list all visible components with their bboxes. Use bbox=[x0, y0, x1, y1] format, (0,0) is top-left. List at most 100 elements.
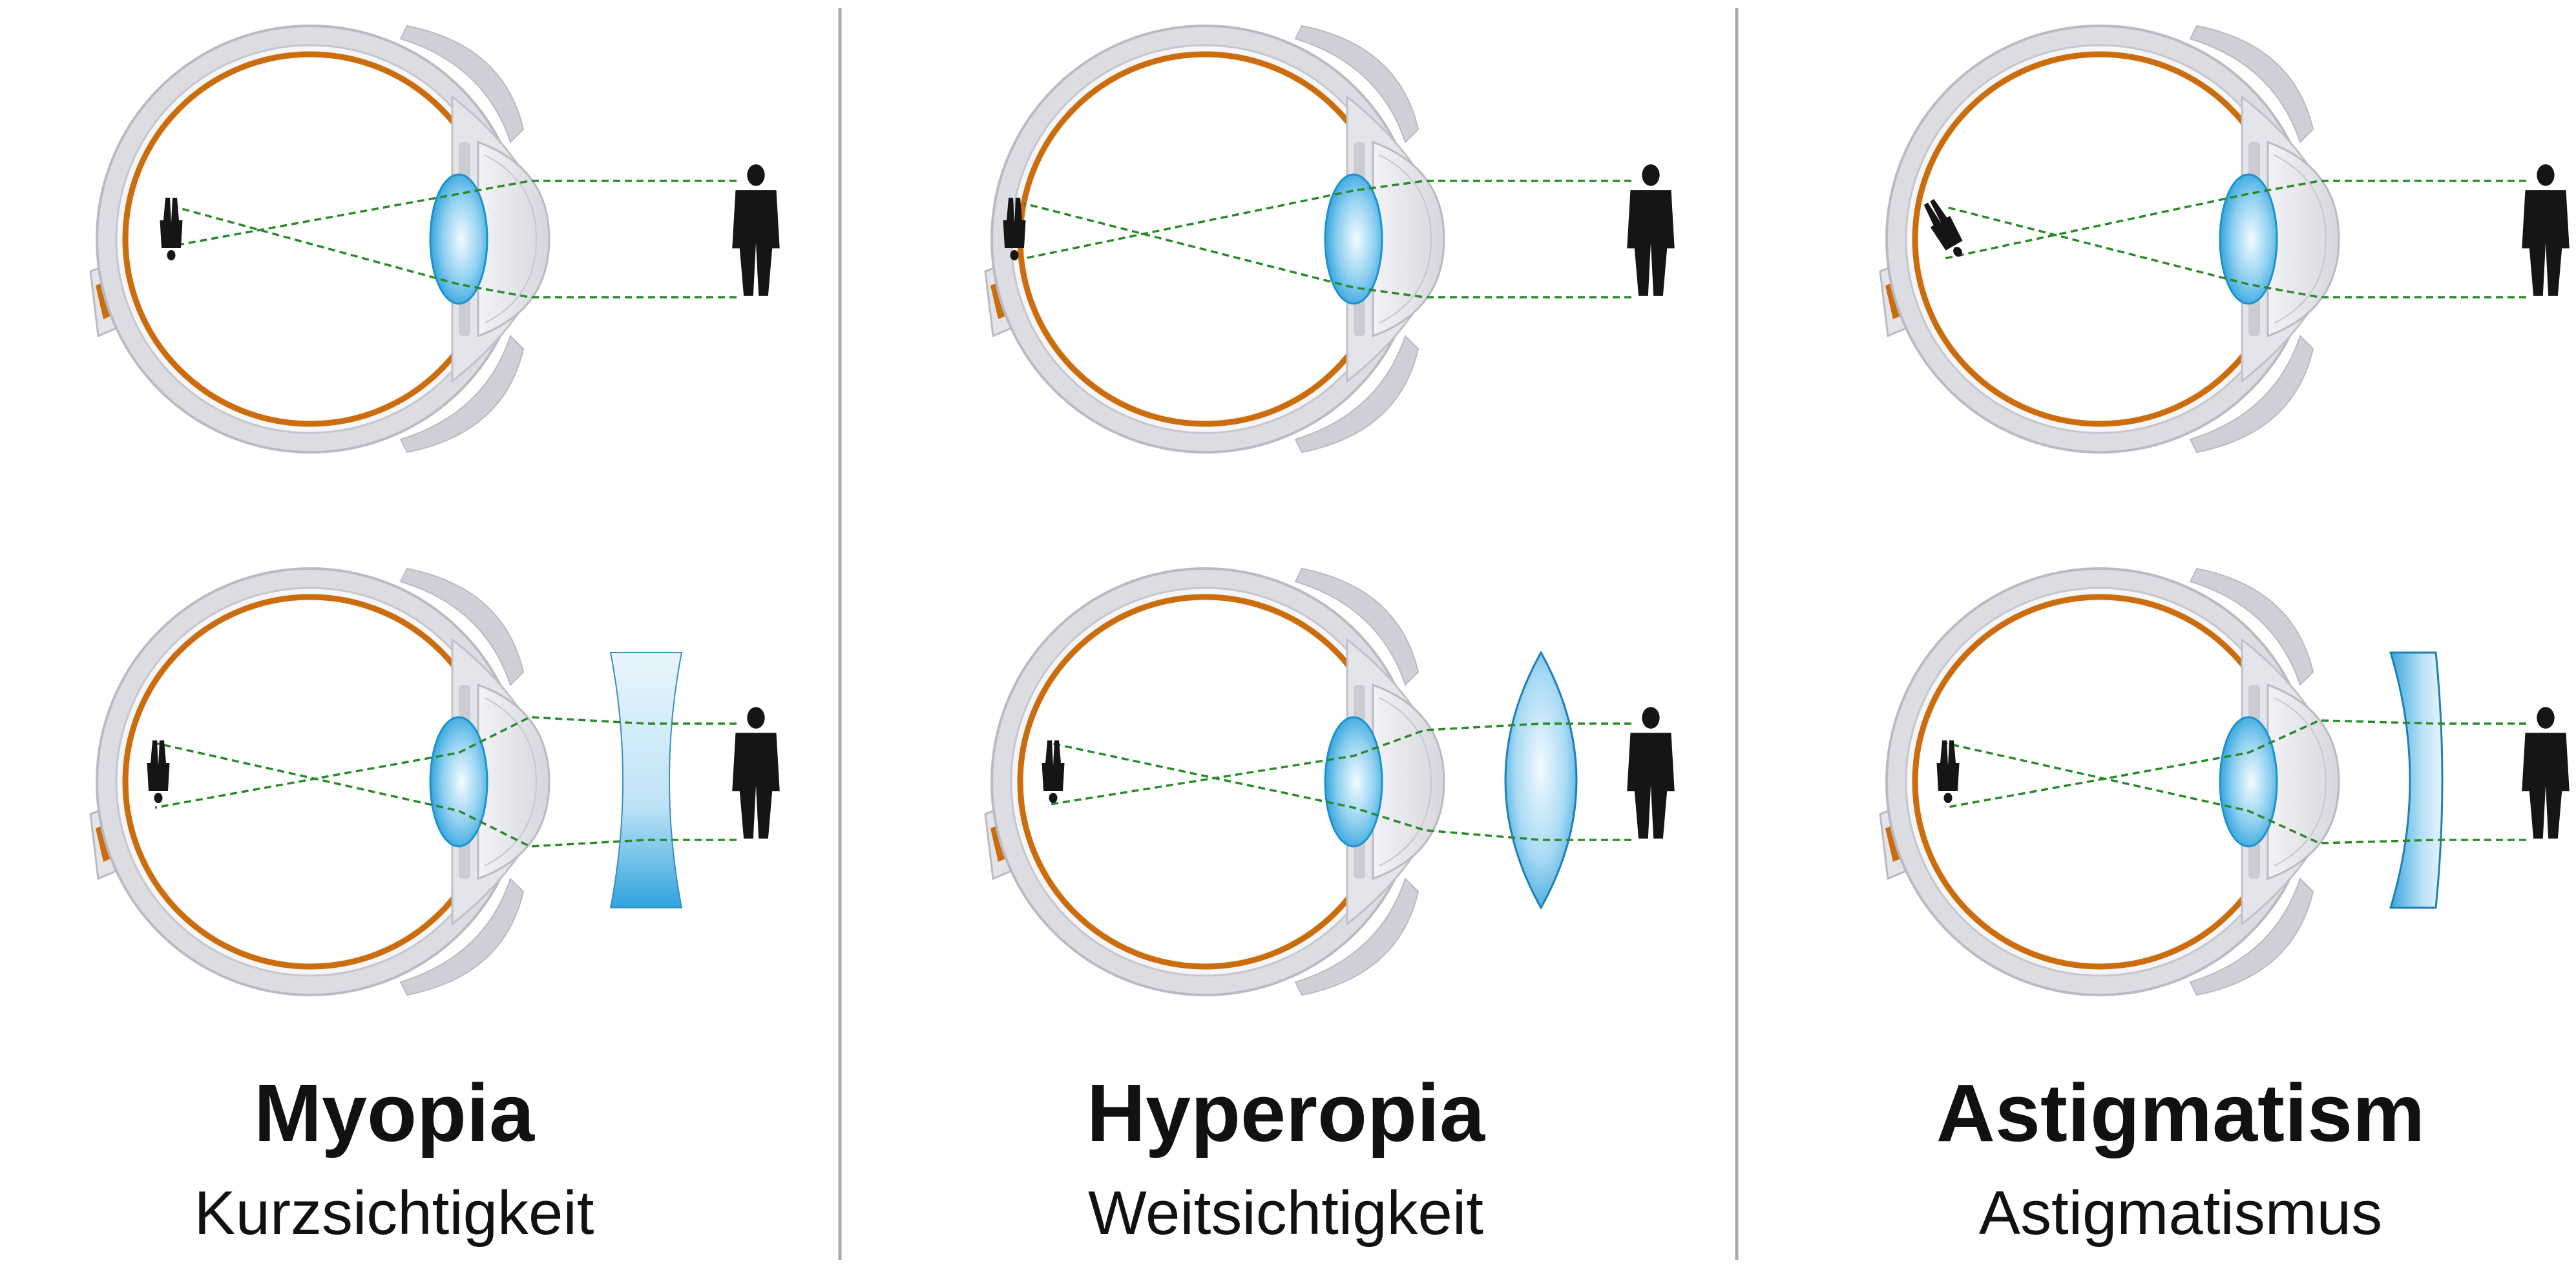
retinal-image-figure bbox=[1923, 199, 1963, 257]
corrected-eye-group bbox=[984, 567, 1675, 996]
convex-lens bbox=[1504, 650, 1578, 910]
cornea bbox=[1372, 140, 1445, 338]
cornea-inner-line bbox=[1379, 154, 1432, 324]
cornea-inner-line bbox=[1379, 697, 1432, 866]
light-ray bbox=[154, 742, 737, 848]
vitreous bbox=[129, 58, 491, 420]
person-body bbox=[1627, 190, 1675, 296]
object-person bbox=[732, 164, 780, 296]
subtitle-astigmatism: Astigmatismus bbox=[1978, 1178, 2383, 1248]
person-head bbox=[2537, 707, 2555, 729]
column-myopia bbox=[89, 25, 780, 996]
upper-eyelid bbox=[2189, 25, 2314, 143]
person-head bbox=[747, 707, 765, 729]
light-ray bbox=[1023, 202, 1631, 298]
retinal-image bbox=[160, 198, 183, 260]
eye bbox=[984, 567, 1445, 996]
person-head bbox=[1642, 707, 1660, 729]
person-body bbox=[1923, 199, 1963, 251]
vitreous bbox=[1024, 58, 1386, 420]
concave-lens bbox=[609, 652, 683, 908]
crystalline-lens bbox=[2219, 716, 2278, 848]
lower-eyelid bbox=[2189, 335, 2314, 454]
retinal-image-figure bbox=[160, 198, 183, 260]
person-body bbox=[1627, 733, 1675, 839]
crystalline-lens bbox=[429, 716, 488, 848]
crystalline-lens bbox=[1324, 716, 1383, 848]
cylindrical-lens bbox=[2389, 651, 2444, 909]
cornea-inner-line bbox=[2274, 154, 2327, 324]
retinal-image bbox=[1003, 198, 1026, 260]
crystalline-lens bbox=[2219, 173, 2278, 305]
object-person bbox=[2522, 164, 2570, 296]
vitreous bbox=[1919, 58, 2281, 420]
light-ray bbox=[154, 716, 737, 809]
object-person bbox=[732, 707, 780, 839]
upper-eyelid bbox=[399, 25, 525, 143]
person-body bbox=[1042, 740, 1065, 791]
upper-eyelid bbox=[1294, 25, 1419, 143]
eye bbox=[984, 25, 1445, 454]
cornea bbox=[2267, 140, 2340, 338]
person-body bbox=[732, 733, 780, 839]
lower-eyelid bbox=[2189, 877, 2314, 996]
vitreous bbox=[129, 601, 491, 963]
retinal-image bbox=[1936, 740, 1960, 803]
person-body bbox=[1003, 198, 1026, 248]
subtitle-hyperopia: Weitsichtigkeit bbox=[1088, 1178, 1483, 1248]
person-head bbox=[1049, 793, 1058, 803]
vitreous bbox=[1024, 601, 1386, 963]
person-head bbox=[1010, 250, 1019, 260]
person-body bbox=[147, 740, 170, 791]
eye bbox=[1879, 25, 2340, 454]
object-person bbox=[1627, 164, 1675, 296]
light-ray bbox=[1944, 180, 2526, 260]
person-head bbox=[1642, 164, 1660, 186]
person-head bbox=[154, 793, 163, 803]
object-person bbox=[1627, 707, 1675, 839]
eye bbox=[1879, 567, 2340, 996]
upper-eyelid bbox=[1294, 567, 1419, 686]
person-head bbox=[747, 164, 765, 186]
light-ray bbox=[1944, 205, 2526, 298]
person-body bbox=[732, 190, 780, 296]
uncorrected-eye-group bbox=[1879, 25, 2570, 454]
person-body bbox=[2522, 733, 2570, 839]
subtitle-myopia: Kurzsichtigkeit bbox=[194, 1178, 594, 1248]
upper-eyelid bbox=[2189, 567, 2314, 686]
light-ray bbox=[1023, 180, 1631, 260]
retinal-image-figure bbox=[1936, 740, 1960, 803]
upper-eyelid bbox=[399, 567, 525, 686]
retinal-image bbox=[1042, 740, 1065, 803]
lower-eyelid bbox=[1294, 877, 1419, 996]
retinal-image bbox=[147, 740, 170, 803]
crystalline-lens bbox=[429, 173, 488, 305]
lower-eyelid bbox=[399, 877, 525, 996]
cornea bbox=[2267, 683, 2340, 881]
person-body bbox=[2522, 190, 2570, 296]
light-ray bbox=[174, 180, 737, 247]
person-head bbox=[1953, 246, 1962, 257]
vitreous bbox=[1919, 601, 2281, 963]
light-ray bbox=[1944, 742, 2526, 844]
cornea-inner-line bbox=[484, 697, 538, 866]
column-hyperopia bbox=[984, 25, 1675, 996]
lower-eyelid bbox=[399, 335, 525, 454]
corrected-eye-group bbox=[89, 567, 780, 996]
person-head bbox=[167, 250, 176, 260]
retinal-image-figure bbox=[1003, 198, 1026, 260]
column-astigmatism bbox=[1879, 25, 2570, 996]
cornea-inner-line bbox=[484, 154, 538, 324]
retinal-image-figure bbox=[1042, 740, 1065, 803]
light-ray bbox=[1049, 742, 1631, 841]
crystalline-lens bbox=[1324, 173, 1383, 305]
eye bbox=[89, 567, 550, 996]
title-myopia: Myopia bbox=[253, 1067, 535, 1158]
object-person bbox=[2522, 707, 2570, 839]
cornea-inner-line bbox=[2274, 697, 2327, 866]
title-astigmatism: Astigmatism bbox=[1936, 1067, 2425, 1158]
uncorrected-eye-group bbox=[89, 25, 780, 454]
retinal-image-figure bbox=[147, 740, 170, 803]
